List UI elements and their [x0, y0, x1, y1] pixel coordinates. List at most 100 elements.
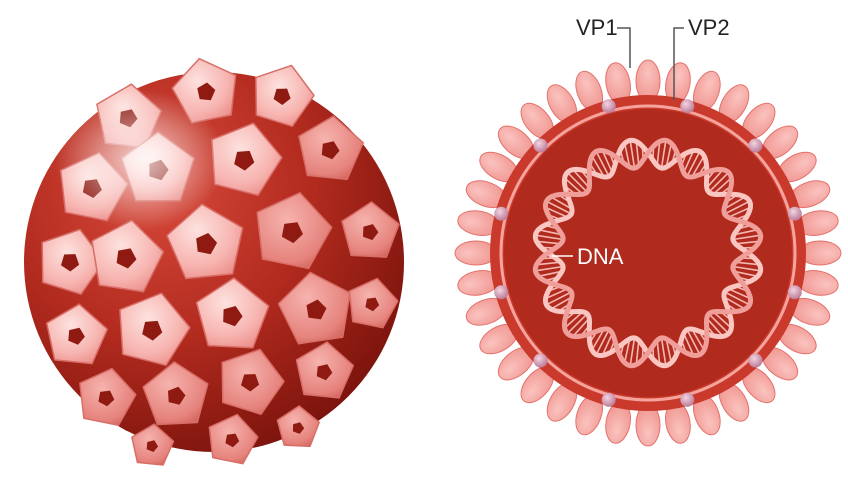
dna-base-pair	[595, 329, 610, 355]
capsomer	[277, 271, 351, 345]
dna-strand-b	[532, 137, 764, 369]
dna-base-pair	[535, 265, 564, 272]
dna-base-pair	[572, 169, 590, 189]
dna-base-pair	[629, 337, 636, 366]
dna-base-pair	[591, 155, 605, 178]
dna-base-pair	[550, 296, 573, 310]
dna-base-pair	[601, 150, 614, 174]
capsomer	[341, 201, 400, 258]
vp2-bead	[533, 353, 548, 368]
dna-base-pair	[550, 196, 573, 210]
dna-base-pair	[733, 270, 758, 278]
dna-base-pair	[538, 228, 563, 236]
dna-base-pair	[708, 313, 730, 335]
vp2-bead	[680, 99, 695, 114]
dna-helix-ring	[532, 137, 764, 369]
vp2-bead	[748, 353, 763, 368]
vp2-bead	[494, 206, 509, 221]
dna-base-pair	[665, 143, 673, 168]
dna-base-pair	[536, 261, 561, 266]
label-vp2-group: VP2	[673, 15, 730, 100]
dna-base-pair	[682, 332, 695, 356]
dna-base-pair	[591, 328, 605, 351]
dna-base-pair	[660, 140, 667, 169]
capsomer	[255, 64, 315, 128]
dna-base-pair	[732, 234, 761, 241]
capsomer	[348, 277, 399, 329]
dna-base-pair	[660, 337, 667, 366]
dna-base-pair	[629, 140, 636, 169]
dna-base-pair	[545, 206, 569, 219]
capsomer	[211, 122, 283, 197]
vp1-label: VP1	[576, 15, 618, 40]
capsomer	[221, 348, 285, 415]
vp2-bead	[748, 138, 763, 153]
dna-base-pair	[545, 287, 569, 300]
capsomer	[208, 413, 259, 465]
dna-base-pair	[538, 270, 563, 278]
capsomer	[166, 203, 244, 280]
dna-base-pair	[635, 340, 640, 365]
dna-base-pair	[601, 332, 614, 356]
dna-base-pair	[686, 151, 701, 177]
vp2-bead	[787, 285, 802, 300]
dna-base-pair	[572, 317, 590, 337]
dna-base-pair	[691, 328, 705, 351]
dna-base-pair	[656, 141, 661, 166]
cross-section-icon	[454, 59, 842, 447]
intact-virion-icon	[24, 57, 404, 466]
capsomer	[45, 303, 109, 365]
dna-base-pair	[732, 265, 761, 272]
dna-base-pair	[566, 313, 588, 335]
capsomer	[131, 423, 175, 466]
dna-base-pair	[546, 291, 572, 306]
vp2-bead	[494, 285, 509, 300]
vp1-leader-line	[617, 27, 631, 68]
dna-base-pair	[724, 291, 750, 306]
dna-label: DNA	[577, 244, 624, 269]
label-dna-group: DNA	[552, 244, 624, 269]
dna-base-pair	[536, 240, 561, 245]
dna-base-pair	[733, 228, 758, 236]
capsomer	[79, 367, 137, 427]
dna-base-pair	[691, 155, 705, 178]
dna-base-pair	[735, 240, 760, 245]
vp2-bead	[533, 138, 548, 153]
capsomer	[256, 192, 333, 270]
dna-base-pair	[665, 338, 673, 363]
capsomer	[91, 219, 165, 293]
vp2-bead	[680, 392, 695, 407]
vp2-bead-ring	[494, 99, 802, 407]
capsomer	[298, 115, 364, 181]
dna-base-pair	[712, 177, 732, 195]
dna-base-pair	[727, 287, 751, 300]
label-vp1-group: VP1	[576, 15, 631, 68]
vp2-bead	[601, 99, 616, 114]
vp2-bead	[787, 206, 802, 221]
dna-base-pair	[735, 261, 760, 266]
dna-base-pair	[727, 206, 751, 219]
dna-base-pair	[686, 329, 701, 355]
dna-base-pair	[656, 340, 661, 365]
dna-base-pair	[623, 338, 631, 363]
dna-base-pair	[712, 311, 732, 329]
capsomer	[119, 292, 191, 367]
dna-base-pair	[535, 234, 564, 241]
capsomer	[276, 405, 320, 448]
dna-base-pair	[724, 200, 750, 215]
dna-base-pair	[595, 151, 610, 177]
capsomer	[295, 341, 355, 399]
vp1-lobe-ring	[454, 59, 842, 447]
capsomer	[195, 277, 270, 349]
dna-base-pair	[546, 200, 572, 215]
dna-base-pair	[723, 296, 746, 310]
highlight-glow	[55, 90, 225, 230]
dna-base-pair	[564, 311, 584, 329]
dna-base-pair	[708, 171, 730, 193]
dna-base-pair	[635, 141, 640, 166]
dna-base-pair	[723, 196, 746, 210]
dna-base-pair	[706, 317, 724, 337]
vp2-label: VP2	[688, 15, 730, 40]
